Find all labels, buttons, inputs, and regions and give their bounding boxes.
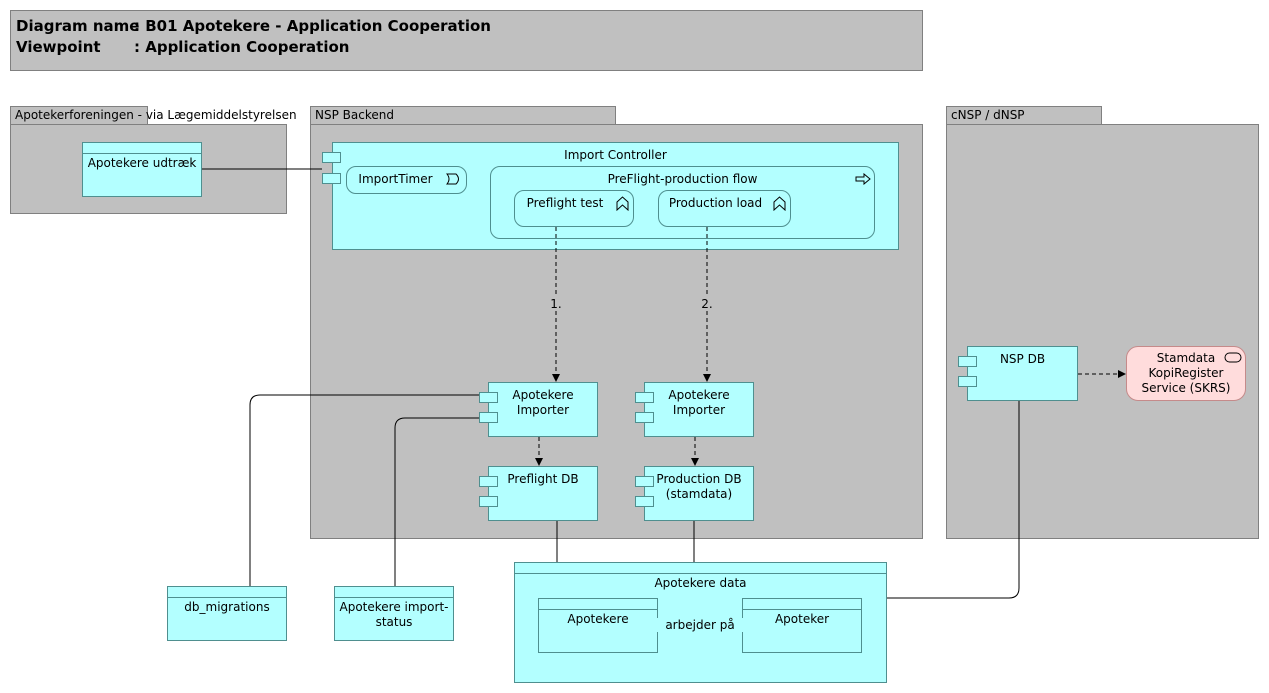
import-controller-label: Import Controller bbox=[564, 148, 667, 162]
flow-label-1: 1. bbox=[546, 297, 566, 311]
apotekere-udtraek-data-object[interactable]: Apotekere udtræk bbox=[82, 142, 202, 197]
db-migrations-label: db_migrations bbox=[184, 600, 270, 614]
production-db-label-line2: (stamdata) bbox=[665, 487, 733, 501]
apotekere-importer-label-line1: Apotekere bbox=[668, 388, 730, 402]
component-port-icon bbox=[322, 173, 341, 184]
preflight-test-label: Preflight test bbox=[526, 196, 604, 210]
diagram-name-value: : B01 Apotekere - Application Cooperatio… bbox=[134, 17, 491, 35]
db-migrations-data-object[interactable]: db_migrations bbox=[167, 586, 287, 641]
flow-label-2: 2. bbox=[697, 297, 717, 311]
group-apotekerforeningen-tab[interactable]: Apotekerforeningen - via Lægemiddelstyre… bbox=[10, 106, 297, 125]
preflight-test-function[interactable]: Preflight test bbox=[514, 190, 634, 227]
apotekere-data-label: Apotekere data bbox=[654, 576, 747, 590]
data-object-header-bar bbox=[743, 609, 861, 610]
event-icon bbox=[446, 173, 459, 185]
production-db-label-line1: Production DB bbox=[656, 472, 742, 486]
preflight-flow-label: PreFlight-production flow bbox=[607, 172, 758, 186]
apoteker-inner-data-object[interactable]: Apoteker bbox=[742, 598, 862, 653]
function-icon bbox=[616, 196, 629, 211]
import-status-data-object[interactable]: Apotekere import- status bbox=[334, 586, 454, 641]
skrs-label-line2: KopiRegister bbox=[1148, 366, 1224, 380]
service-icon bbox=[1224, 352, 1242, 363]
diagram-name-row: Diagram name: B01 Apotekere - Applicatio… bbox=[16, 17, 491, 35]
process-arrow-icon bbox=[855, 173, 871, 185]
preflight-db-component[interactable]: Preflight DB bbox=[488, 466, 598, 521]
viewpoint-label: Viewpoint bbox=[16, 38, 101, 56]
production-load-label: Production load bbox=[668, 196, 763, 210]
data-object-header-bar bbox=[539, 609, 657, 610]
nsp-db-component[interactable]: NSP DB bbox=[967, 346, 1078, 401]
skrs-label-line3: Service (SKRS) bbox=[1141, 381, 1231, 395]
group-apotekerforeningen-label: Apotekerforeningen - via Lægemiddelstyre… bbox=[15, 108, 297, 122]
preflight-db-label: Preflight DB bbox=[507, 472, 579, 486]
data-object-header-bar bbox=[515, 573, 886, 574]
arbejder-paa-label: arbejder på bbox=[656, 618, 744, 632]
diagram-header: Diagram name: B01 Apotekere - Applicatio… bbox=[10, 10, 923, 71]
import-timer-label: ImportTimer bbox=[358, 172, 433, 186]
component-port-icon bbox=[635, 412, 654, 423]
production-db-component[interactable]: Production DB (stamdata) bbox=[644, 466, 754, 521]
viewpoint-value: : Application Cooperation bbox=[134, 38, 350, 56]
component-port-icon bbox=[635, 476, 654, 487]
skrs-label-line1: Stamdata bbox=[1156, 351, 1216, 365]
import-status-label-line1: Apotekere import- bbox=[339, 600, 449, 614]
apoteker-label: Apoteker bbox=[774, 612, 830, 626]
component-port-icon bbox=[479, 412, 498, 423]
group-nsp-backend-tab[interactable]: NSP Backend bbox=[310, 106, 616, 125]
apotekere-importer-production-component[interactable]: Apotekere Importer bbox=[644, 382, 754, 437]
skrs-technology-service[interactable]: Stamdata KopiRegister Service (SKRS) bbox=[1126, 346, 1246, 401]
viewpoint-row: Viewpoint : Application Cooperation bbox=[16, 38, 349, 56]
component-port-icon bbox=[479, 496, 498, 507]
apotekere-udtraek-label: Apotekere udtræk bbox=[87, 156, 197, 170]
data-object-header-bar bbox=[168, 597, 286, 598]
component-port-icon bbox=[958, 376, 977, 387]
component-port-icon bbox=[635, 392, 654, 403]
apotekere-label: Apotekere bbox=[567, 612, 629, 626]
component-port-icon bbox=[479, 476, 498, 487]
apotekere-importer-label-line1: Apotekere bbox=[512, 388, 574, 402]
import-timer-event[interactable]: ImportTimer bbox=[346, 166, 467, 194]
apotekere-inner-data-object[interactable]: Apotekere bbox=[538, 598, 658, 653]
component-port-icon bbox=[322, 152, 341, 163]
component-port-icon bbox=[479, 392, 498, 403]
data-object-header-bar bbox=[83, 153, 201, 154]
group-cnsp-label: cNSP / dNSP bbox=[951, 108, 1025, 122]
component-port-icon bbox=[958, 356, 977, 367]
diagram-name-label: Diagram name bbox=[16, 17, 140, 35]
group-nsp-backend-label: NSP Backend bbox=[315, 108, 394, 122]
function-icon bbox=[773, 196, 786, 211]
import-status-label-line2: status bbox=[375, 615, 413, 629]
component-port-icon bbox=[635, 496, 654, 507]
apotekere-importer-label-line2: Importer bbox=[516, 403, 570, 417]
nsp-db-label: NSP DB bbox=[999, 352, 1046, 366]
group-cnsp-tab[interactable]: cNSP / dNSP bbox=[946, 106, 1102, 125]
data-object-header-bar bbox=[335, 597, 453, 598]
group-cnsp[interactable] bbox=[946, 124, 1259, 539]
apotekere-importer-label-line2: Importer bbox=[672, 403, 726, 417]
apotekere-importer-preflight-component[interactable]: Apotekere Importer bbox=[488, 382, 598, 437]
production-load-function[interactable]: Production load bbox=[658, 190, 791, 227]
